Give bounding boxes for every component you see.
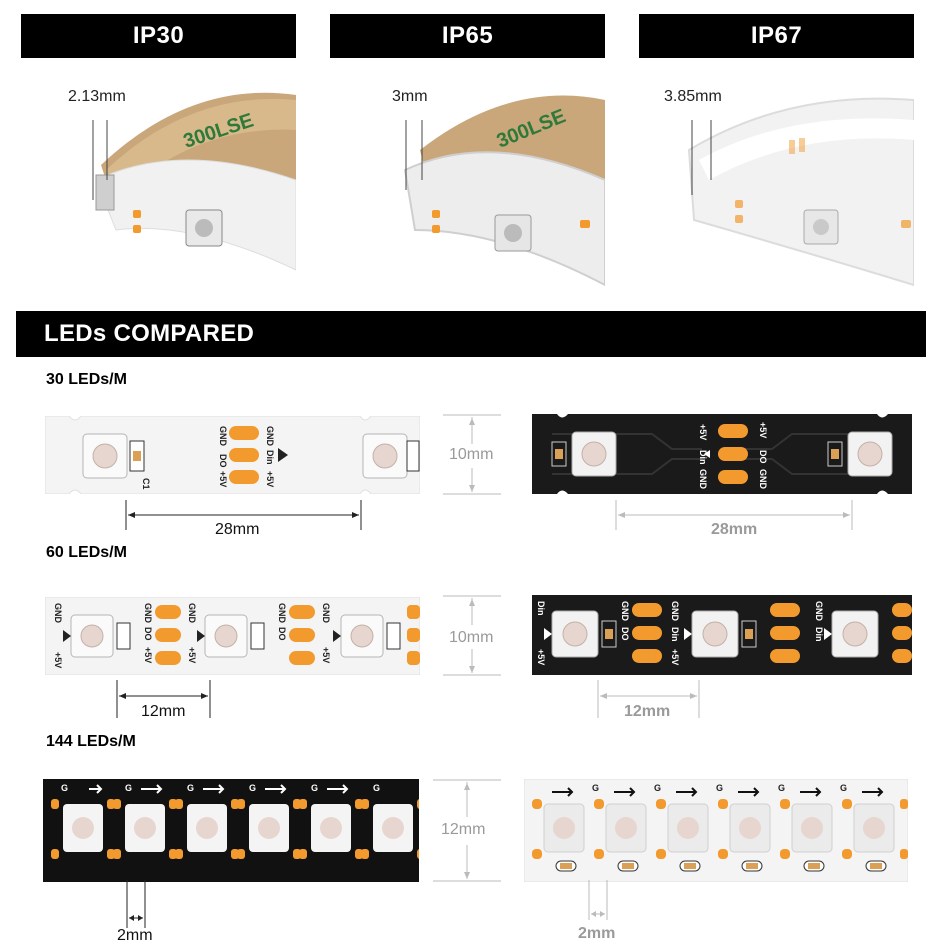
cap-label: C1 — [141, 478, 151, 490]
spacing-144-white: 2mm — [578, 925, 616, 942]
ip65-label: IP65 — [441, 22, 494, 49]
strip-60-black: Din +5V GND DO GND Din +5V GND Din — [532, 595, 912, 675]
g-label-5: G — [311, 783, 318, 793]
strip-144-black: G G G G G G — [43, 779, 419, 882]
g-label-6: G — [373, 783, 380, 793]
ip65-header: IP65 — [330, 14, 605, 58]
din-label-2: Din — [698, 450, 708, 465]
g-label-4: G — [249, 783, 256, 793]
ip67-strip-photo — [639, 70, 914, 290]
ip30-thickness: 2.13mm — [68, 88, 126, 105]
gnd-label: GND — [218, 426, 228, 447]
do-label-5: DO — [620, 627, 630, 641]
gnd-label-9: GND — [321, 603, 331, 624]
ip67-thickness: 3.85mm — [664, 88, 722, 105]
width-60: 10mm — [449, 629, 494, 646]
gnd-label-4: GND — [758, 469, 768, 490]
gnd-label-2: GND — [265, 426, 275, 447]
dim-width-144 — [433, 779, 501, 882]
gnd-label-7: GND — [187, 603, 197, 624]
ip30-header: IP30 — [21, 14, 296, 58]
g-label-11: G — [840, 783, 847, 793]
gnd-label-8: GND — [277, 603, 287, 624]
g-label-1: G — [61, 783, 68, 793]
g-label-3: G — [187, 783, 194, 793]
g-label-9: G — [716, 783, 723, 793]
strip-30-black: +5V Din GND +5V DO GND — [532, 414, 912, 494]
led-cells-black — [51, 784, 419, 859]
dim-width-30 — [443, 414, 501, 495]
section-title: LEDs COMPARED — [44, 320, 255, 347]
g-label-7: G — [592, 783, 599, 793]
density-label-60: 60 LEDs/M — [46, 544, 127, 561]
spacing-144-black: 2mm — [117, 927, 153, 944]
dim-60-white — [116, 680, 211, 718]
din-label: Din — [265, 450, 275, 465]
gnd-label-6: GND — [143, 603, 153, 624]
dim-30-black — [615, 500, 853, 530]
g-label-2: G — [125, 783, 132, 793]
plus5v-label-4: +5V — [758, 422, 768, 438]
do-label-3: DO — [143, 627, 153, 641]
plus5v-label-5: +5V — [53, 652, 63, 668]
do-label: DO — [218, 454, 228, 468]
ip67-label: IP67 — [750, 22, 803, 49]
din-label-3: Din — [536, 601, 546, 616]
plus5v-label: +5V — [218, 471, 228, 487]
strip-30-white: C1 GND DO +5V GND Din +5V — [45, 416, 420, 494]
density-label-30: 30 LEDs/M — [46, 371, 127, 388]
dim-width-60 — [443, 595, 501, 676]
ip30-label: IP30 — [132, 22, 185, 49]
plus5v-label-2: +5V — [265, 471, 275, 487]
gnd-label-10: GND — [620, 601, 630, 622]
gnd-label-12: GND — [814, 601, 824, 622]
do-label-2: DO — [758, 450, 768, 464]
g-label-8: G — [654, 783, 661, 793]
dim-60-black — [597, 680, 700, 718]
spacing-30-black: 28mm — [711, 521, 758, 538]
gnd-label-11: GND — [670, 601, 680, 622]
plus5v-label-7: +5V — [187, 647, 197, 663]
ip65-strip-photo: 300LSE — [330, 70, 605, 290]
do-label-4: DO — [277, 627, 287, 641]
section-title-bar: LEDs COMPARED — [16, 311, 926, 357]
ip30-strip-photo: 300LSE — [21, 70, 296, 290]
plus5v-label-8: +5V — [321, 647, 331, 663]
gnd-label-3: GND — [698, 469, 708, 490]
width-30: 10mm — [449, 446, 494, 463]
plus5v-label-9: +5V — [536, 649, 546, 665]
plus5v-label-3: +5V — [698, 424, 708, 440]
ip67-header: IP67 — [639, 14, 914, 58]
dim-144-black — [126, 880, 146, 928]
led-cells-white — [532, 787, 908, 872]
density-label-144: 144 LEDs/M — [46, 733, 136, 750]
spacing-30-white: 28mm — [215, 521, 260, 538]
din-label-5: Din — [814, 627, 824, 642]
plus5v-label-10: +5V — [670, 649, 680, 665]
strip-60-white: GND +5V GND DO +5V GND +5V GND DO GND +5… — [45, 597, 420, 675]
strip-144-white: G G G G G — [524, 779, 908, 882]
g-label-10: G — [778, 783, 785, 793]
dim-30-white — [125, 500, 362, 530]
spacing-60-black: 12mm — [624, 703, 671, 720]
plus5v-label-6: +5V — [143, 647, 153, 663]
din-label-4: Din — [670, 627, 680, 642]
ip65-thickness: 3mm — [392, 88, 428, 105]
width-144: 12mm — [441, 821, 486, 838]
gnd-label-5: GND — [53, 603, 63, 624]
spacing-60-white: 12mm — [141, 703, 186, 720]
dim-144-white — [588, 880, 608, 920]
